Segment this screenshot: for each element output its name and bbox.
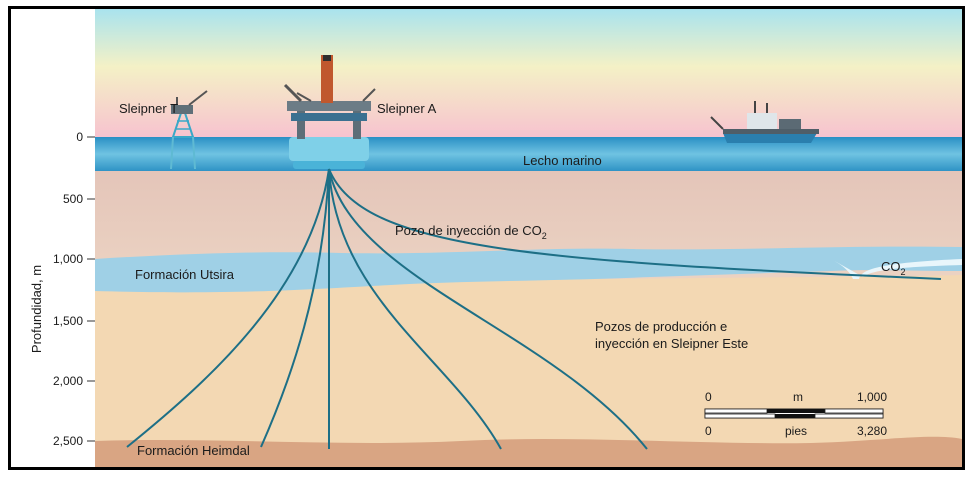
heimdal-formation [95,436,962,467]
scale-m-start: 0 [705,390,712,404]
well-2 [260,168,330,448]
depth-tick-0: 0 [76,130,83,144]
depth-axis-label: Profundidad, m [29,265,44,353]
scale-ft-unit: pies [785,424,807,438]
sleipner-a-label: Sleipner A [377,101,437,116]
depth-axis: Profundidad, m 0 500 1,000 1,500 2,000 2… [29,130,95,448]
depth-tick-500: 500 [63,192,83,206]
depth-tick-2000: 2,000 [53,374,83,388]
diagram-frame: Profundidad, m 0 500 1,000 1,500 2,000 2… [8,6,965,470]
scale-bar: 0 m 1,000 0 pies 3,280 [704,390,887,438]
injection-well-label: Pozo de inyección de CO2 [395,223,547,241]
depth-tick-1000: 1,000 [53,252,83,266]
co2-label: CO2 [881,259,906,277]
sleipner-a-platform-icon [283,55,376,169]
scale-m-end: 1,000 [857,390,887,404]
co2-plume [831,259,962,279]
lower-sediment [95,275,962,467]
wells [126,168,942,450]
production-label-line2: inyección en Sleipner Este [595,336,748,351]
sea-band [95,137,962,171]
production-label-line1: Pozos de producción e [595,319,727,334]
scale-m-unit: m [793,390,803,404]
utsira-formation [95,246,962,293]
ship-icon [710,101,819,143]
co2-injection-well [328,168,942,280]
scale-ft-end: 3,280 [857,424,887,438]
heimdal-label: Formación Heimdal [137,443,250,458]
utsira-label: Formación Utsira [135,267,235,282]
sleipner-t-label: Sleipner T [119,101,178,116]
seabed-label: Lecho marino [523,153,602,168]
scale-ft-start: 0 [705,424,712,438]
sleipner-t-platform-icon [170,90,208,170]
sky-band [95,9,962,137]
well-1 [126,168,330,448]
well-4 [328,168,502,450]
sleipner-cross-section: Profundidad, m 0 500 1,000 1,500 2,000 2… [29,9,962,467]
depth-tick-2500: 2,500 [53,434,83,448]
well-5 [328,168,648,450]
depth-tick-1500: 1,500 [53,314,83,328]
